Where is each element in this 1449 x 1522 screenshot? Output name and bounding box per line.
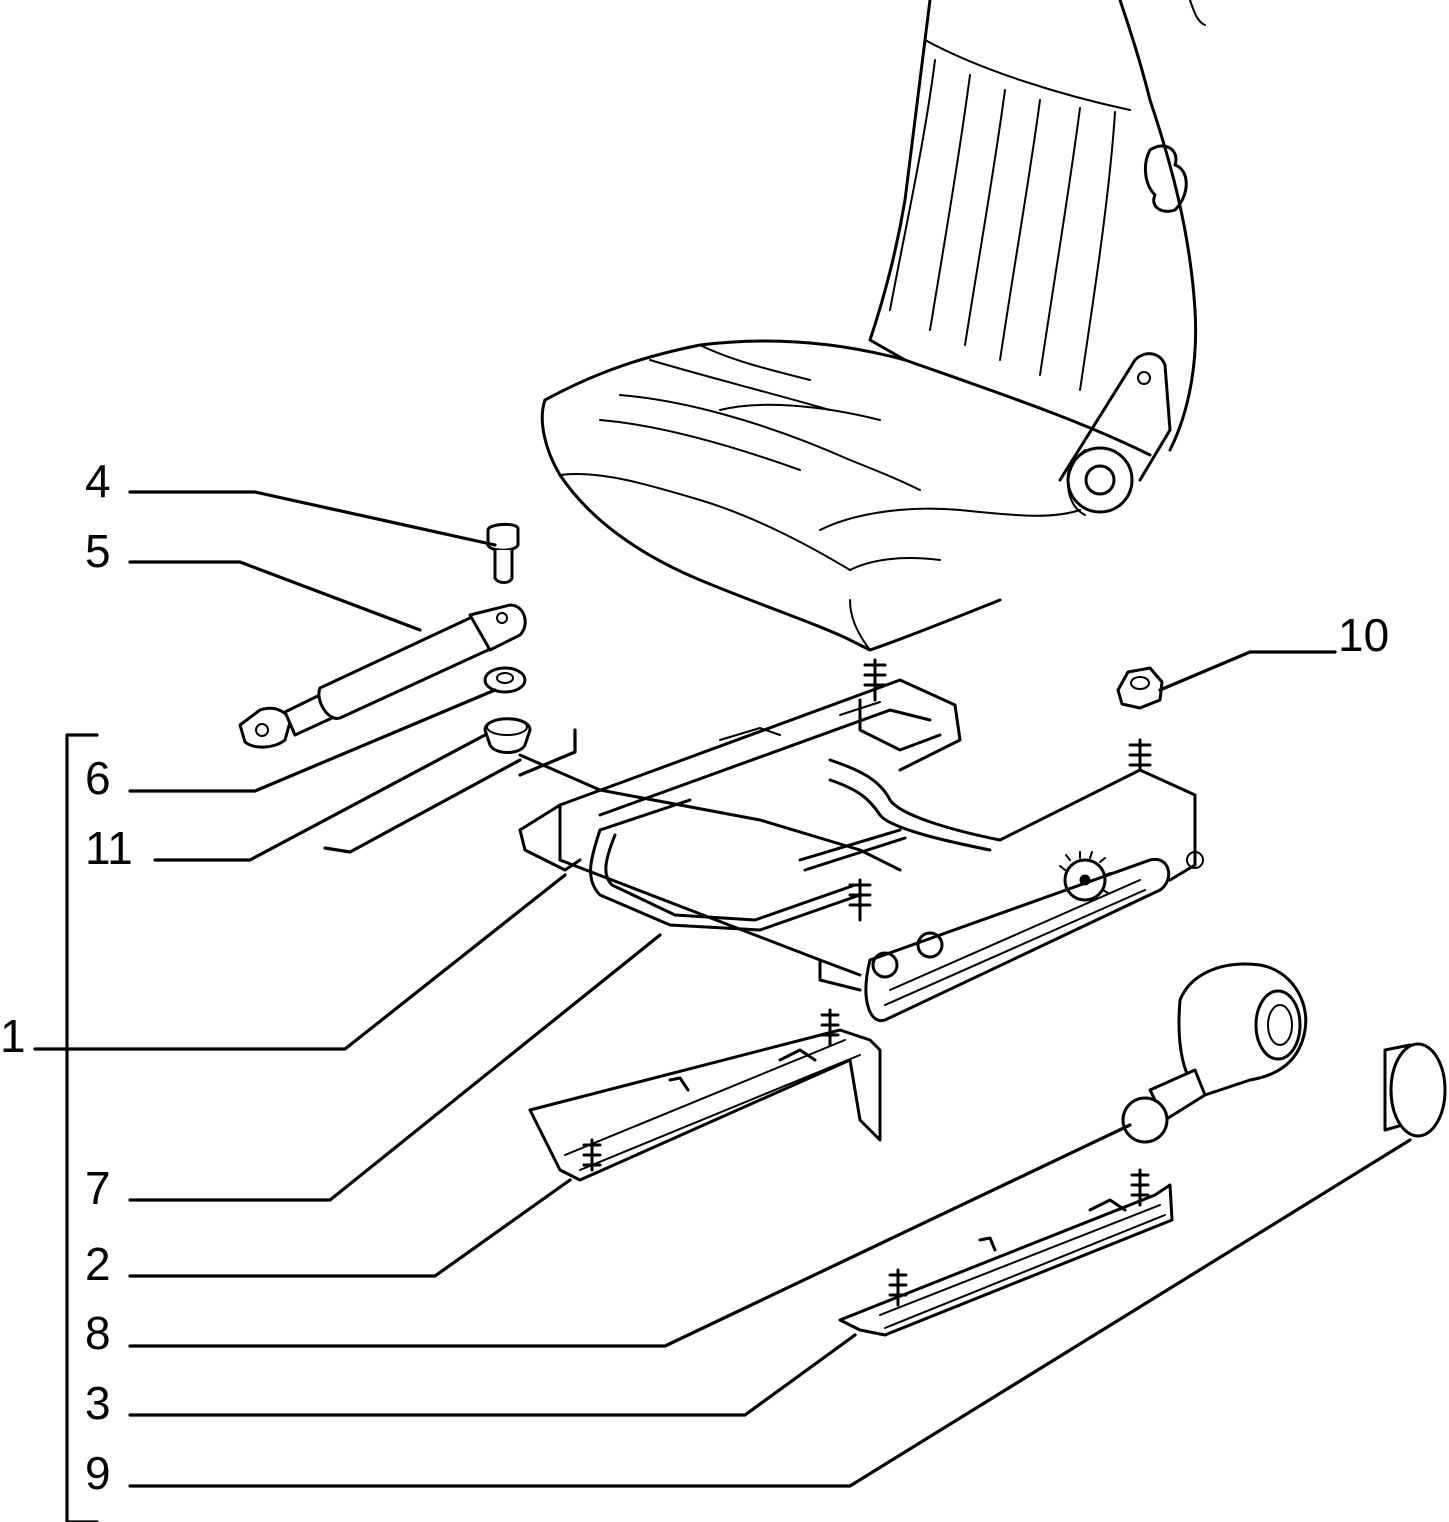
leader-4 [128, 490, 497, 547]
leader-lines [33, 490, 1412, 1522]
part-8-recliner-handle [1121, 962, 1308, 1144]
callout-6: 6 [85, 752, 111, 804]
part-10-nut [1116, 666, 1164, 710]
leader-5 [128, 560, 422, 632]
callout-1: 1 [0, 1010, 26, 1062]
part-3-slide-rail [838, 1168, 1174, 1337]
leader-3 [128, 1333, 857, 1417]
callout-9: 9 [85, 1447, 111, 1499]
assembly-bracket [65, 733, 99, 1522]
part-11-bushing [483, 717, 532, 754]
leader-7 [128, 933, 662, 1202]
callout-4: 4 [85, 455, 111, 507]
bracket-tick-upper [518, 728, 577, 777]
part-7-rod [589, 798, 862, 932]
callout-2: 2 [85, 1238, 111, 1290]
callout-3: 3 [85, 1377, 111, 1429]
leader-6 [128, 688, 497, 793]
callout-11: 11 [85, 822, 133, 874]
part-6-washer [483, 666, 527, 694]
leader-11 [153, 733, 487, 862]
leader-10 [1158, 650, 1337, 692]
callout-8: 8 [85, 1307, 111, 1359]
leader-1 [33, 873, 567, 1051]
leader-9 [128, 1138, 1412, 1488]
part-5-gas-strut [238, 603, 527, 749]
part-2-slide-rail [528, 1008, 882, 1182]
seat-outline [540, 0, 1206, 652]
callout-7: 7 [85, 1162, 111, 1214]
part-9-cap [1383, 1042, 1447, 1138]
callout-10: 10 [1338, 609, 1390, 661]
leader-2 [128, 1178, 572, 1278]
leader-part1-bracket-line [323, 758, 522, 854]
part-4-pin [486, 522, 520, 584]
leader-8 [128, 1123, 1132, 1348]
part-1-seat-frame [518, 658, 1204, 1023]
callout-5: 5 [85, 525, 111, 577]
